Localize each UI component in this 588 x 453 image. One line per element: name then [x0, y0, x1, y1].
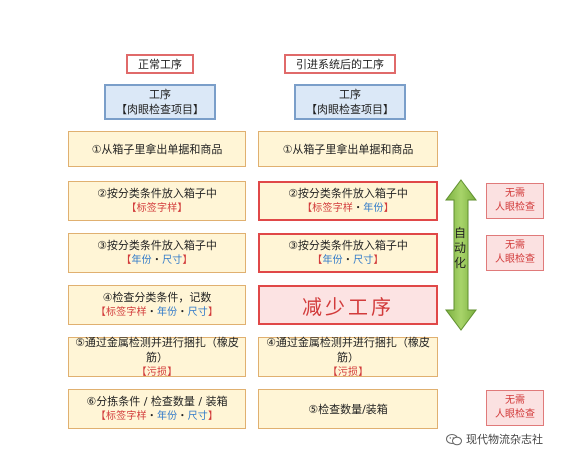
badge-line-2: 人眼检查 — [495, 409, 535, 420]
step-tags: 【标签字样・年份】 — [302, 201, 394, 216]
step-tags: 【标签字样】 — [126, 201, 187, 216]
tag-dot: ・ — [177, 307, 188, 318]
no-need-badge-2: 无需 人眼检查 — [486, 235, 544, 271]
step-text: ②按分类条件放入箱子中 — [97, 187, 217, 200]
tag-year: 年份 — [156, 411, 178, 422]
badge-line-2: 人眼检查 — [495, 202, 535, 213]
step-text: ③按分类条件放入箱子中 — [97, 239, 217, 252]
step-tags: 【污损】 — [137, 365, 178, 380]
tag-size: 尺寸 — [353, 255, 374, 266]
badge-line-1: 无需 — [505, 188, 525, 199]
tag-bracket: 【 — [312, 255, 323, 266]
system-process-subheader: 工序 【肉眼检查项目】 — [294, 84, 406, 120]
left-step-5: ⑤通过金属检测并进行捆扎（橡皮筋） 【污损】 — [68, 335, 246, 380]
subheader-subtitle: 【肉眼检查项目】 — [306, 103, 394, 116]
reduce-process-box: 减少工序 — [258, 285, 438, 325]
tag-bracket: 】 — [208, 307, 219, 318]
tag-label: 【标签字样】 — [126, 203, 188, 214]
step-text: ②按分类条件放入箱子中 — [288, 187, 408, 200]
normal-process-header: 正常工序 — [126, 54, 194, 74]
left-step-6: ⑥分拣条件 / 检查数量 / 装箱 【标签字样・年份・尺寸】 — [68, 389, 246, 429]
step-text: ①从箱子里拿出单据和商品 — [282, 142, 414, 156]
subheader-subtitle: 【肉眼检查项目】 — [116, 103, 204, 116]
watermark: 现代物流杂志社 — [446, 430, 543, 448]
left-step-2: ②按分类条件放入箱子中 【标签字样】 — [68, 181, 246, 221]
tag-dot: ・ — [146, 411, 157, 422]
badge-line-1: 无需 — [505, 240, 525, 251]
tag-stain: 【污损】 — [136, 366, 178, 378]
tag-dot: ・ — [353, 203, 364, 214]
tag-stain: 【污损】 — [327, 366, 369, 378]
tag-year: 年份 — [131, 255, 152, 266]
step-text: ④检查分类条件，记数 — [102, 291, 212, 304]
tag-label: 【标签字样 — [95, 307, 147, 318]
step-text: ⑤检查数量/装箱 — [308, 402, 388, 416]
tag-dot: ・ — [342, 255, 354, 266]
tag-year: 年份 — [156, 307, 178, 318]
step-tags: 【年份・尺寸】 — [312, 253, 383, 268]
tag-bracket: 】 — [182, 255, 193, 266]
badge-line-2: 人眼检查 — [495, 254, 535, 265]
right-step-4: ④通过金属检测并进行捆扎（橡皮筋） 【污损】 — [258, 335, 438, 380]
automation-double-arrow — [445, 179, 477, 331]
tag-size: 尺寸 — [187, 411, 208, 422]
right-step-3: ③按分类条件放入箱子中 【年份・尺寸】 — [258, 233, 438, 273]
right-step-1: ①从箱子里拿出单据和商品 — [258, 131, 438, 167]
tag-label: 【标签字样 — [95, 411, 147, 422]
tag-dot: ・ — [146, 307, 157, 318]
left-step-1: ①从箱子里拿出单据和商品 — [68, 131, 246, 167]
tag-size: 尺寸 — [162, 255, 183, 266]
tag-bracket: 】 — [373, 255, 384, 266]
subheader-title: 工序 — [149, 88, 171, 101]
subheader-title: 工序 — [339, 88, 361, 101]
normal-process-subheader: 工序 【肉眼检查项目】 — [104, 84, 216, 120]
step-text: ⑥分拣条件 / 检查数量 / 装箱 — [86, 395, 228, 408]
tag-size: 尺寸 — [187, 307, 208, 318]
left-step-3: ③按分类条件放入箱子中 【年份・尺寸】 — [68, 233, 246, 273]
step-tags: 【标签字样・年份・尺寸】 — [96, 305, 218, 320]
tag-bracket: 】 — [383, 203, 394, 214]
step-text: ③按分类条件放入箱子中 — [288, 239, 408, 252]
tag-dot: ・ — [177, 411, 188, 422]
step-tags: 【污损】 — [328, 365, 369, 380]
badge-line-1: 无需 — [505, 395, 525, 406]
step-text: ①从箱子里拿出单据和商品 — [91, 142, 223, 156]
tag-bracket: 【 — [121, 255, 132, 266]
right-step-5: ⑤检查数量/装箱 — [258, 389, 438, 429]
step-tags: 【标签字样・年份・尺寸】 — [96, 409, 218, 424]
right-step-2: ②按分类条件放入箱子中 【标签字样・年份】 — [258, 181, 438, 221]
tag-dot: ・ — [151, 255, 163, 266]
tag-year: 年份 — [363, 203, 384, 214]
tag-bracket: 】 — [208, 411, 219, 422]
automation-label: 自动化 — [453, 226, 466, 270]
no-need-badge-1: 无需 人眼检查 — [486, 183, 544, 219]
tag-year: 年份 — [322, 255, 343, 266]
left-step-4: ④检查分类条件，记数 【标签字样・年份・尺寸】 — [68, 285, 246, 325]
tag-label: 【标签字样 — [302, 203, 354, 214]
step-text: ④通过金属检测并进行捆扎（橡皮筋） — [266, 335, 430, 364]
no-need-badge-3: 无需 人眼检查 — [486, 390, 544, 426]
step-text: ⑤通过金属检测并进行捆扎（橡皮筋） — [75, 335, 239, 364]
step-tags: 【年份・尺寸】 — [121, 253, 192, 268]
watermark-text: 现代物流杂志社 — [466, 433, 543, 446]
wechat-icon — [446, 433, 462, 445]
system-process-header: 引进系统后的工序 — [284, 54, 396, 74]
